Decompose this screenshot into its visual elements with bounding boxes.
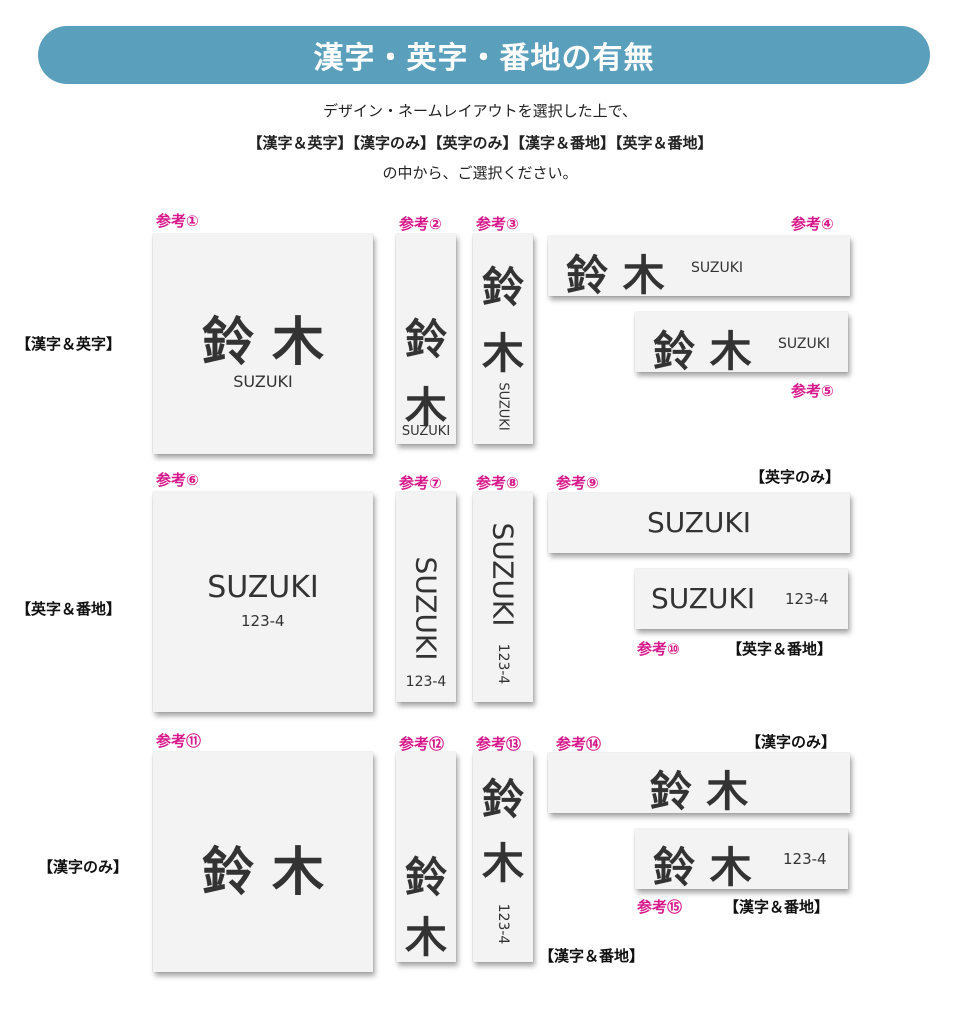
label-english-address: 【英字＆番地】	[727, 640, 833, 658]
ref-label-7: 参考⑦	[399, 474, 442, 492]
label-english-only: 【英字のみ】	[750, 468, 841, 486]
plate-sample-3: 鈴 木 SUZUKI	[473, 234, 533, 444]
ref-label-3: 参考③	[476, 215, 519, 233]
plate-sample-5: 鈴 木 SUZUKI	[635, 312, 848, 376]
plate-kanji-2: 木	[404, 913, 447, 962]
plate-sample-2: 鈴 木 SUZUKI	[396, 234, 456, 444]
plate-sample-9: SUZUKI	[548, 493, 850, 553]
plate-english-name: SUZUKI	[495, 382, 511, 431]
plate-kanji-name: 鈴 木	[649, 767, 749, 816]
plate-kanji-name: 鈴 木	[653, 327, 752, 376]
plate-english-name: SUZUKI	[207, 570, 319, 605]
title-banner: 漢字・英字・番地の有無	[38, 26, 930, 84]
label-kanji-address-under-13: 【漢字＆番地】	[539, 947, 645, 965]
label-kanji-only: 【漢字のみ】	[746, 733, 837, 751]
ref-label-14: 参考⑭	[556, 735, 602, 753]
plate-address: 123-4	[405, 674, 447, 690]
intro-line-1: デザイン・ネームレイアウトを選択した上で、	[323, 102, 637, 120]
plate-sample-13: 鈴 木 123-4	[473, 752, 533, 962]
page-title: 漢字・英字・番地の有無	[313, 41, 655, 76]
plate-address: 123-4	[241, 612, 285, 630]
plate-address: 123-4	[495, 643, 511, 685]
plate-english-name: SUZUKI	[486, 522, 520, 627]
plate-english-name: SUZUKI	[651, 582, 756, 615]
plate-sample-11: 鈴 木	[153, 752, 373, 972]
plate-kanji-name: 鈴 木	[653, 843, 752, 892]
plate-sample-15: 鈴 木 123-4	[635, 829, 848, 892]
plate-sample-10: SUZUKI 123-4	[635, 569, 848, 629]
plate-english-name: SUZUKI	[778, 336, 831, 352]
ref-label-1: 参考①	[156, 212, 199, 230]
row-label-kanji-english: 【漢字＆英字】	[16, 335, 122, 353]
plate-kanji-2: 木	[481, 839, 524, 888]
plate-kanji-1: 鈴	[481, 775, 524, 824]
plate-kanji-2: 木	[404, 383, 447, 432]
intro-options: 【漢字＆英字】【漢字のみ】【英字のみ】【漢字＆番地】【英字＆番地】	[247, 134, 713, 152]
plate-sample-8: SUZUKI 123-4	[473, 492, 533, 702]
ref-label-13: 参考⑬	[476, 735, 522, 753]
plate-address: 123-4	[495, 903, 511, 945]
intro-line-3: の中から、ご選択ください。	[382, 164, 578, 182]
ref-label-2: 参考②	[399, 215, 442, 233]
ref-label-5: 参考⑤	[791, 382, 834, 400]
plate-sample-14: 鈴 木	[548, 753, 850, 816]
plate-english-name: SUZUKI	[401, 424, 451, 439]
ref-label-10: 参考⑩	[637, 640, 680, 658]
plate-kanji-name: 鈴 木	[201, 312, 325, 373]
plate-sample-1: 鈴 木 SUZUKI	[153, 234, 373, 454]
ref-label-6: 参考⑥	[156, 471, 199, 489]
plate-kanji-name: 鈴 木	[566, 251, 665, 300]
plate-sample-6: SUZUKI 123-4	[153, 492, 373, 712]
ref-label-9: 参考⑨	[556, 474, 599, 492]
plate-kanji-1: 鈴	[404, 315, 447, 364]
label-kanji-address: 【漢字＆番地】	[724, 898, 830, 916]
plate-english-name: SUZUKI	[691, 260, 744, 276]
plate-address: 123-4	[785, 590, 829, 608]
plate-english-name: SUZUKI	[646, 506, 752, 539]
ref-label-12: 参考⑫	[399, 735, 445, 753]
plate-english-name: SUZUKI	[409, 556, 443, 661]
plate-sample-12: 鈴 木	[396, 752, 456, 962]
plate-sample-7: SUZUKI 123-4	[396, 492, 456, 702]
row-label-kanji-only: 【漢字のみ】	[38, 858, 129, 876]
plate-kanji-1: 鈴	[481, 263, 524, 312]
row-label-english-address: 【英字＆番地】	[16, 600, 122, 618]
ref-label-11: 参考⑪	[156, 732, 202, 750]
plate-kanji-name: 鈴 木	[201, 842, 325, 903]
plate-sample-4: 鈴 木 SUZUKI	[548, 236, 850, 300]
plate-kanji-1: 鈴	[404, 853, 447, 902]
ref-label-15: 参考⑮	[637, 898, 683, 916]
ref-label-8: 参考⑧	[476, 474, 519, 492]
plate-address: 123-4	[783, 850, 827, 868]
ref-label-4: 参考④	[791, 215, 834, 233]
plate-english-name: SUZUKI	[233, 372, 293, 391]
plate-kanji-2: 木	[481, 329, 524, 378]
